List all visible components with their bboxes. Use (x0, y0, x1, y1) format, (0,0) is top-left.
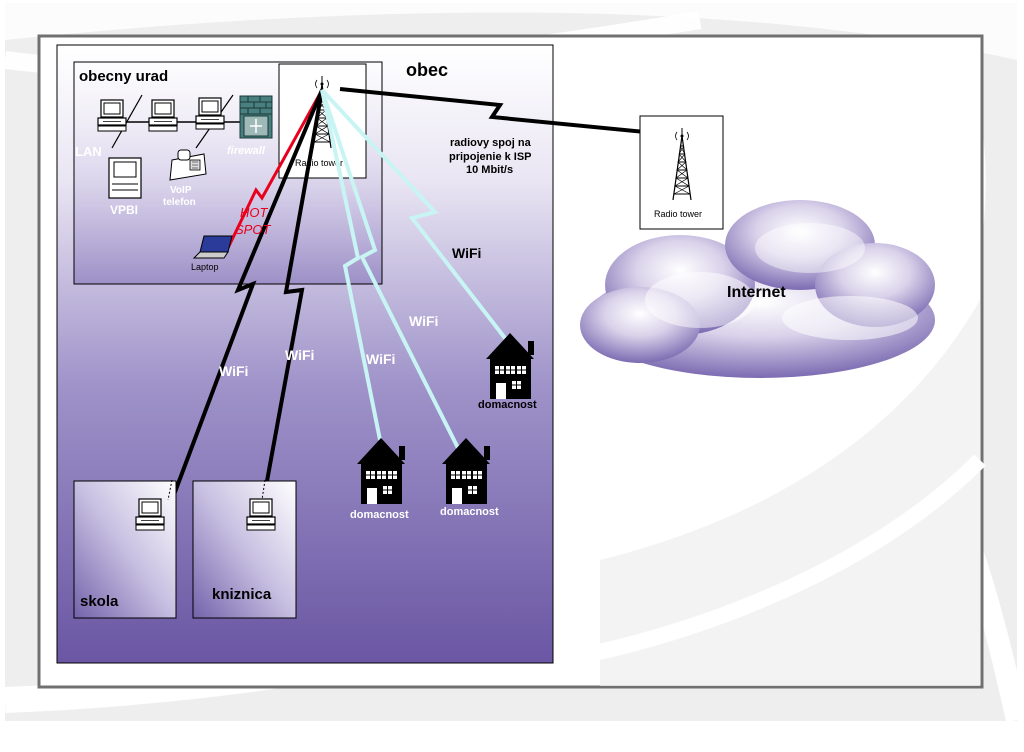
internet-label: Internet (727, 284, 786, 301)
lan-pc-3-icon (195, 97, 225, 130)
isp-label-line3: 10 Mbit/s (466, 164, 513, 176)
firewall-icon (239, 95, 273, 139)
isp-label-line1: radiovy spoj na (450, 137, 532, 149)
domacnost-label-2: domacnost (440, 506, 499, 518)
local-radio-tower-label: Radio tower (295, 158, 343, 168)
wifi-link-kniznica (263, 89, 324, 493)
domacnost-label-3: domacnost (478, 399, 537, 411)
wifi-label-domacnost-1: WiFi (366, 351, 395, 367)
isp-label-line2: pripojenie k ISP (449, 151, 532, 163)
lan-network (97, 94, 265, 149)
vpbi-label: VPBI (110, 203, 138, 217)
hotspot-link (226, 89, 324, 249)
laptop-label: Laptop (191, 262, 219, 272)
laptop-icon (192, 235, 233, 259)
skola-pc-icon (135, 498, 165, 531)
kniznica-box (192, 480, 297, 619)
lan-pc-2-icon (148, 99, 178, 132)
wifi-label-domacnost-2: WiFi (409, 313, 438, 329)
lan-label: LAN (75, 144, 102, 159)
internet-cloud (580, 200, 935, 378)
wifi-link-skola (170, 89, 324, 501)
hotspot-label-line2: SPOT (235, 222, 271, 237)
kniznica-pc-icon (246, 498, 276, 531)
voip-label-line1: VoIP (170, 185, 192, 196)
wifi-links (170, 88, 510, 501)
hotspot-label-line1: HOT (240, 205, 269, 220)
firewall-label: firewall (227, 145, 266, 157)
wifi-label-kniznica: WiFi (285, 347, 314, 363)
vpbi-server-icon (108, 157, 142, 199)
kniznica-label: kniznica (212, 586, 272, 603)
wifi-link-domacnost-2 (320, 89, 460, 449)
lan-pc-1-icon (97, 99, 127, 132)
wifi-label-skola: WiFi (219, 363, 248, 379)
wifi-link-domacnost-3 (320, 88, 510, 344)
wifi-link-domacnost-1 (320, 89, 382, 441)
isp-radio-tower-label: Radio tower (654, 209, 702, 219)
skola-label: skola (80, 593, 119, 610)
obecny-urad-title: obecny urad (79, 68, 168, 85)
wifi-label-domacnost-3: WiFi (452, 245, 481, 261)
domacnost-label-1: domacnost (350, 509, 409, 521)
isp-radio-link (339, 87, 666, 136)
voip-phone-icon (169, 149, 207, 181)
voip-label-line2: telefon (163, 197, 196, 208)
obec-title: obec (406, 60, 448, 80)
